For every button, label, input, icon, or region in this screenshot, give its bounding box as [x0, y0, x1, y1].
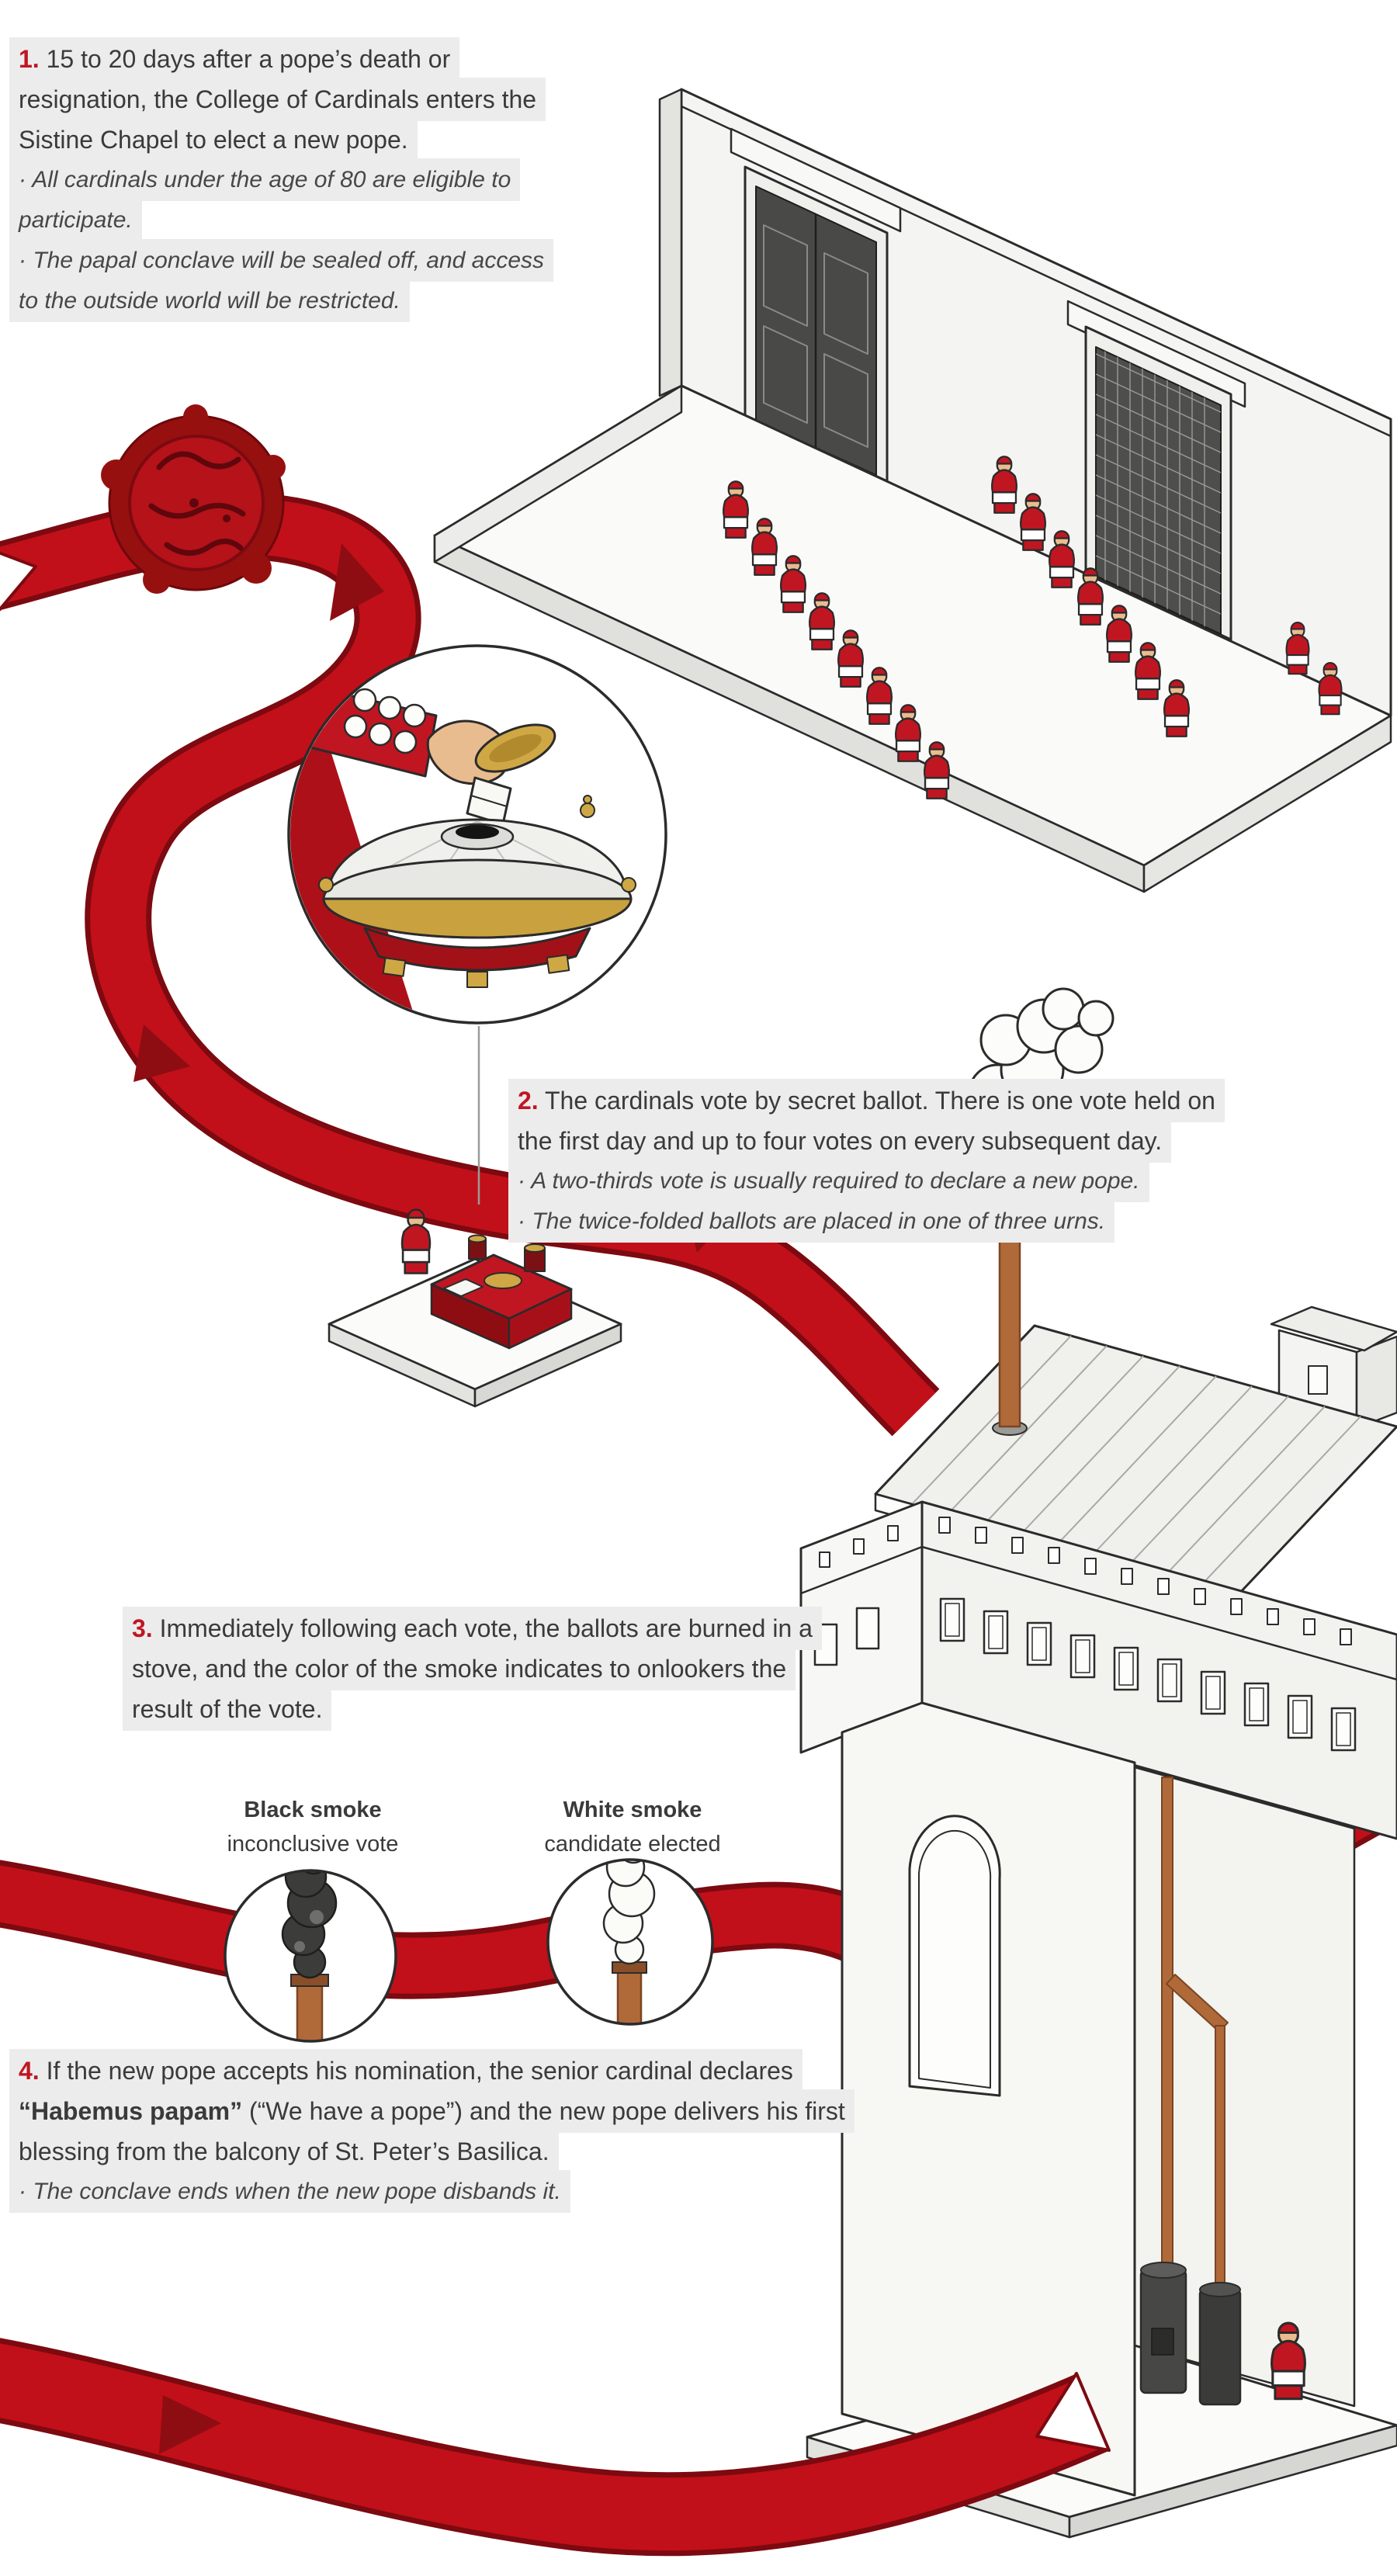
clerestory-windows — [813, 1597, 1357, 1752]
step-1-note-1: · All cardinals under the age of 80 are … — [9, 158, 553, 241]
chapel-platform — [433, 384, 1392, 893]
step-4-number: 4. — [19, 2057, 40, 2085]
black-smoke-circle — [224, 1869, 397, 2043]
black-smoke-legend: Black smoke inconclusive vote — [185, 1793, 441, 1861]
black-smoke-title: Black smoke — [244, 1798, 382, 1822]
step-3-panel: 3. Immediately following each vote, the … — [123, 1607, 852, 1731]
wax-seal-illustration — [101, 404, 286, 594]
urn-feet — [382, 954, 570, 988]
ballot-urn-inset — [287, 644, 667, 1025]
step-2-note-1: · A two-thirds vote is usually required … — [508, 1160, 1246, 1202]
step-4-text: 4. If the new pope accepts his nominatio… — [9, 2049, 863, 2173]
chapel-door-left — [730, 127, 902, 483]
gold-vessel — [474, 723, 556, 773]
step-1-note-2: · The papal conclave will be sealed off,… — [9, 239, 554, 322]
step-1-text: 1. 15 to 20 days after a pope’s death or… — [9, 37, 553, 161]
ribbon-front — [0, 2338, 1111, 2557]
conclave-stoves — [1139, 2262, 1242, 2406]
arch-window — [908, 1815, 1001, 2097]
black-smoke-subtitle: inconclusive vote — [227, 1832, 399, 1857]
step-2-number: 2. — [518, 1087, 539, 1115]
dentils — [819, 1517, 1352, 1645]
voting-table-scene — [328, 1208, 622, 1408]
step-2-text: 2. The cardinals vote by secret ballot. … — [508, 1079, 1246, 1163]
urn-slot — [456, 825, 499, 839]
roof-seams — [911, 1335, 1361, 1586]
white-smoke-subtitle: candidate elected — [544, 1832, 721, 1857]
step-1-panel: 1. 15 to 20 days after a pope’s death or… — [9, 37, 554, 322]
white-smoke-circle — [546, 1858, 714, 2026]
lace-cuff — [343, 688, 427, 754]
step-4-panel: 4. If the new pope accepts his nominatio… — [9, 2049, 863, 2213]
habemus-papam-bold: “Habemus papam” — [19, 2097, 243, 2125]
step-1-number: 1. — [19, 45, 40, 73]
sistine-chapel-entrance-scene — [433, 88, 1392, 893]
step-4-note-1: · The conclave ends when the new pope di… — [9, 2170, 863, 2213]
clerestory-band — [799, 1500, 1397, 1840]
white-smoke-title: White smoke — [563, 1798, 702, 1822]
step-3-number: 3. — [132, 1614, 153, 1642]
tower-front-wall — [841, 1701, 1136, 2497]
step-2-panel: 2. The cardinals vote by secret ballot. … — [508, 1079, 1246, 1243]
chapel-door-right — [1066, 300, 1246, 641]
white-smoke-legend: White smoke candidate elected — [504, 1793, 761, 1861]
step-2-note-2: · The twice-folded ballots are placed in… — [508, 1200, 1246, 1243]
step-3-text: 3. Immediately following each vote, the … — [123, 1607, 852, 1731]
